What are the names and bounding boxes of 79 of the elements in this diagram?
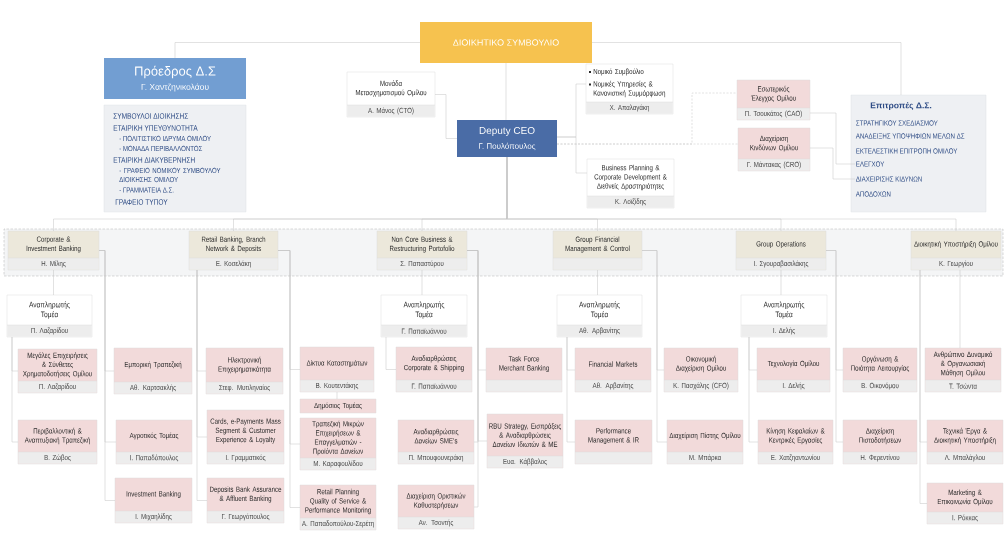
division-box	[188, 230, 279, 271]
unit-box	[115, 419, 193, 465]
unit-box	[299, 484, 377, 531]
connector-line	[566, 336, 576, 443]
list-item: ΕΤΑΙΡΙΚΗ ΥΠΕΥΘΥΝΟΤΗΤΑ	[113, 125, 198, 131]
panel-title: Επιτροπές Δ.Σ.	[870, 102, 932, 110]
division-box	[7, 230, 100, 271]
connector-line	[11, 336, 19, 443]
role-title: Deputy CEO	[479, 126, 535, 136]
connector-line	[809, 147, 856, 180]
connector-line	[809, 112, 856, 165]
unit-box	[299, 417, 377, 471]
unit-box	[397, 484, 475, 530]
role-title: Πρόεδρος Δ.Σ	[135, 65, 216, 79]
person-name: Γ. Χαντζηνικολάου	[141, 83, 209, 92]
division-box	[376, 230, 468, 271]
connector-line	[825, 250, 844, 443]
division-box	[910, 230, 1002, 271]
unit-title: Αναπληρωτής Τομέα	[403, 301, 445, 319]
list-item: ΣΥΜΒΟΥΛΟΙ ΔΙΟΙΚΗΣΗΣ	[113, 113, 189, 119]
unit-box	[114, 477, 193, 524]
info-panel	[103, 104, 247, 213]
unit-box	[205, 347, 284, 395]
role-box	[457, 120, 557, 157]
info-panel	[850, 94, 987, 213]
board-box	[420, 22, 592, 63]
unit-box	[924, 347, 1002, 393]
unit-box	[299, 346, 375, 393]
unit-box	[756, 347, 831, 393]
list-item: ΕΤΑΙΡΙΚΗ ΔΙΑΚΥΒΕΡΝΗΣΗ	[113, 157, 195, 163]
list-item: ΓΡΑΦΕΙΟ ΤΥΠΟΥ	[115, 199, 168, 205]
division-box	[552, 230, 643, 271]
unit-title: Αναπληρωτής Τομέα	[29, 301, 70, 319]
connector-line	[466, 250, 488, 508]
connector-line	[434, 94, 458, 139]
unit-box	[395, 346, 473, 393]
connector-line	[277, 250, 301, 508]
connector-line	[748, 336, 759, 443]
unit-box	[926, 419, 1004, 465]
unit-box	[736, 79, 811, 121]
connector-line	[591, 42, 902, 96]
unit-title: Αναπληρωτής Τομέα	[579, 301, 620, 319]
unit-box	[17, 419, 98, 465]
unit-box	[574, 347, 652, 393]
connector-line	[385, 336, 397, 370]
connector-line	[556, 92, 739, 145]
unit-box	[663, 347, 739, 393]
connector-line	[174, 42, 421, 59]
unit-box	[842, 347, 918, 393]
unit-box	[842, 419, 918, 465]
unit-box	[740, 294, 828, 338]
unit-box	[206, 477, 285, 524]
role-box	[104, 58, 246, 99]
connector-line	[641, 250, 668, 443]
connector-line	[919, 269, 928, 504]
unit-box	[926, 482, 1004, 525]
board-title: ΔΙΟΙΚΗΤΙΚΟ ΣΥΜΒΟΥΛΙΟ	[453, 39, 559, 46]
unit-box	[585, 63, 674, 115]
unit-box	[17, 348, 98, 394]
connector-line	[53, 156, 957, 232]
unit-box	[486, 413, 564, 469]
unit-box	[556, 294, 643, 338]
unit-box	[113, 347, 193, 395]
unit-box	[666, 419, 744, 465]
unit-box	[346, 71, 436, 118]
connector-line	[556, 83, 588, 174]
unit-box	[397, 419, 475, 465]
unit-box	[574, 419, 653, 465]
connector-line	[98, 250, 117, 501]
person-name: Γ. Πουλόπουλος	[479, 142, 536, 151]
unit-box	[485, 347, 563, 393]
unit-box	[299, 398, 377, 414]
unit-box	[737, 127, 811, 172]
unit-box	[757, 419, 834, 465]
unit-box	[6, 294, 93, 338]
division-box	[735, 230, 827, 271]
unit-box	[206, 409, 285, 465]
connector-line	[196, 269, 208, 501]
unit-title: Αναπληρωτής Τομέα	[763, 301, 805, 319]
